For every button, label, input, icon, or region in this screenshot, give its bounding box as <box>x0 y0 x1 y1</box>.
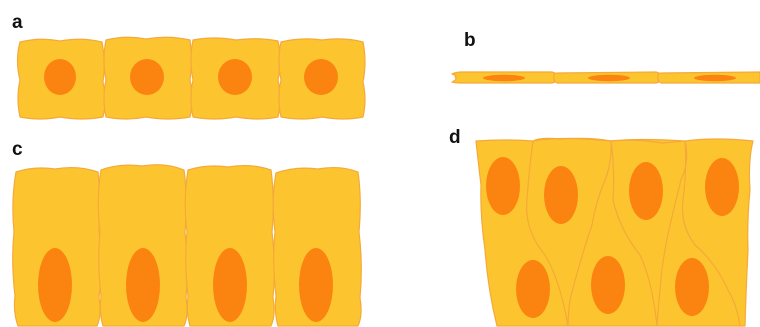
panel-d: d <box>449 127 753 326</box>
squamous-cell-2 <box>554 72 662 83</box>
panel-b-label: b <box>464 30 476 51</box>
cuboidal-cell-1 <box>18 39 106 119</box>
cuboidal-cell-2 <box>104 37 192 119</box>
panel-c-label: c <box>12 139 23 160</box>
pseudostratified-nucleus-lower-3 <box>675 258 709 316</box>
cuboidal-cell-1-nucleus <box>44 59 76 95</box>
squamous-cell-1-nucleus <box>483 75 525 81</box>
pseudostratified-nucleus-upper-4 <box>705 158 739 216</box>
columnar-cell-3-nucleus <box>213 248 247 322</box>
columnar-cell-2-nucleus <box>126 248 160 322</box>
cuboidal-cell-3 <box>191 38 280 119</box>
cuboidal-cell-4 <box>279 39 365 119</box>
panel-a: a <box>12 12 365 119</box>
squamous-cell-2-nucleus <box>588 75 630 81</box>
pseudostratified-nucleus-upper-2 <box>544 166 578 224</box>
columnar-cell-3 <box>185 166 274 326</box>
cuboidal-cell-2-nucleus <box>130 59 164 95</box>
panel-c: c <box>12 139 361 326</box>
columnar-cell-1 <box>13 168 101 326</box>
pseudostratified-nucleus-lower-1 <box>516 260 550 318</box>
cuboidal-cell-3-nucleus <box>218 59 252 95</box>
panel-a-label: a <box>12 12 23 33</box>
squamous-cell-3-nucleus <box>694 75 736 81</box>
columnar-cell-4 <box>273 168 361 326</box>
squamous-cell-1 <box>452 72 558 83</box>
squamous-cell-3 <box>658 72 760 83</box>
pseudostratified-nucleus-upper-1 <box>486 157 520 215</box>
panel-d-label: d <box>449 127 461 148</box>
columnar-cell-4-nucleus <box>299 248 333 322</box>
columnar-cell-1-nucleus <box>38 248 72 322</box>
cuboidal-cell-4-nucleus <box>304 59 338 95</box>
columnar-cell-2 <box>98 165 187 326</box>
pseudostratified-nucleus-lower-2 <box>591 256 625 314</box>
pseudostratified-nucleus-upper-3 <box>629 162 663 220</box>
panel-b: b <box>452 30 760 83</box>
